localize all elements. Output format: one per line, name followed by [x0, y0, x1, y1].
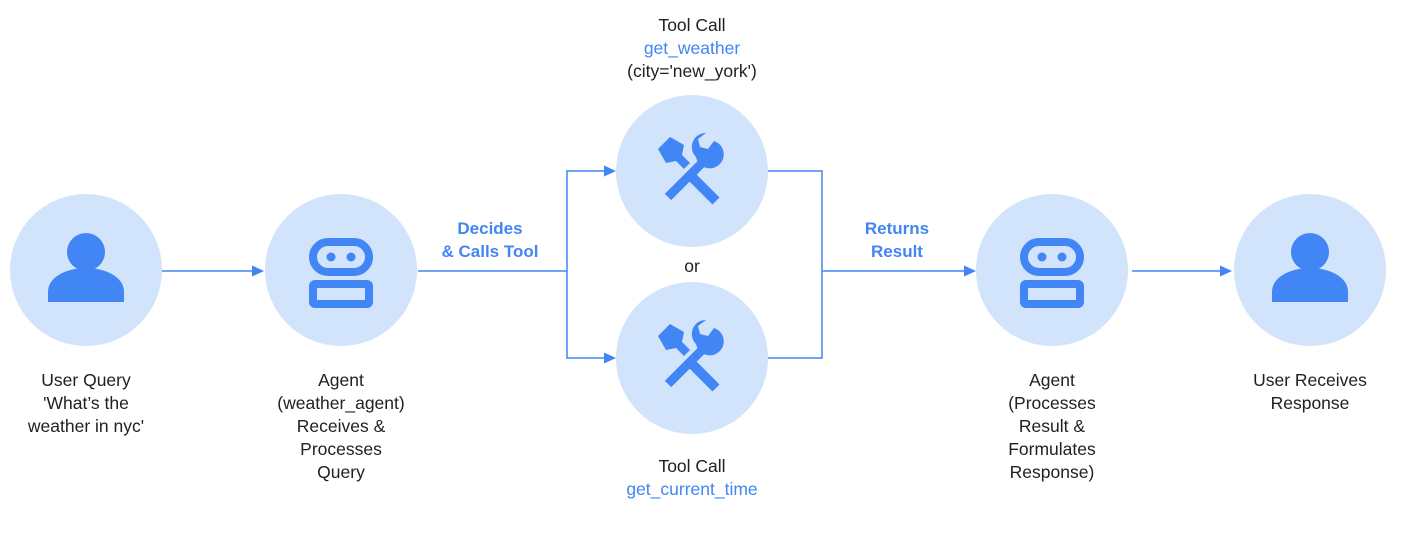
tool-call-title: Tool Call: [658, 15, 726, 35]
node-user-query: [10, 194, 162, 346]
edge-label-returns: Returns Result: [832, 217, 962, 263]
label-line: User Receives: [1253, 370, 1367, 390]
label-line: Agent: [1029, 370, 1075, 390]
label-line: 'What’s the: [43, 393, 129, 413]
label-or: or: [684, 256, 700, 276]
label-agent-out: Agent (Processes Result & Formulates Res…: [972, 369, 1132, 484]
node-tool-time: [616, 282, 768, 434]
edge-label-line: & Calls Tool: [441, 242, 539, 261]
tools-icon: [658, 319, 724, 392]
person-icon: [48, 233, 124, 302]
tools-icon: [658, 132, 724, 205]
label-tool-weather: Tool Call get_weather (city='new_york'): [602, 14, 782, 83]
tool-call-title: Tool Call: [658, 456, 726, 476]
label-line: Agent: [318, 370, 364, 390]
label-line: Response: [1270, 393, 1350, 413]
node-agent-out: [976, 194, 1128, 346]
arrowhead-agent-to-user: [1220, 265, 1232, 277]
tool-args: (city='new_york'): [627, 61, 757, 81]
arrowhead-user-to-agent: [252, 265, 264, 277]
merge-returns: [768, 170, 823, 359]
tool-function-name: get_current_time: [626, 479, 758, 499]
node-user-response: [1234, 194, 1386, 346]
arrowhead-to-tool-weather: [604, 165, 616, 177]
arrowhead-returns-to-agent: [964, 265, 976, 277]
branch-decides-lower: [566, 271, 606, 359]
label-line: Response): [1009, 462, 1095, 482]
label-line: Processes: [300, 439, 382, 459]
tool-function-name: get_weather: [643, 38, 741, 58]
person-icon: [1272, 233, 1348, 302]
connectors: [162, 165, 1232, 364]
label-line: weather in nyc': [27, 416, 145, 436]
robot-icon: [309, 238, 373, 308]
label-line: Receives &: [296, 416, 386, 436]
edge-label-line: Result: [871, 242, 923, 261]
label-line: (weather_agent): [277, 393, 405, 413]
robot-icon: [1020, 238, 1084, 308]
label-line: User Query: [41, 370, 131, 390]
arrowhead-to-tool-time: [604, 352, 616, 364]
label-user-response: User Receives Response: [1225, 369, 1395, 415]
edge-label-line: Decides: [457, 219, 523, 238]
edge-label-line: Returns: [864, 219, 930, 238]
label-tool-time: Tool Call get_current_time: [592, 455, 792, 501]
label-user-query: User Query 'What’s the weather in nyc': [6, 369, 166, 438]
branch-decides: [418, 170, 606, 272]
label-agent-in: Agent (weather_agent) Receives & Process…: [261, 369, 421, 484]
label-line: Formulates: [1008, 439, 1096, 459]
node-agent-in: [265, 194, 417, 346]
label-line: Query: [317, 462, 365, 482]
edge-label-decides: Decides & Calls Tool: [420, 217, 560, 263]
label-line: Result &: [1018, 416, 1086, 436]
node-tool-weather: [616, 95, 768, 247]
label-line: (Processes: [1008, 393, 1096, 413]
